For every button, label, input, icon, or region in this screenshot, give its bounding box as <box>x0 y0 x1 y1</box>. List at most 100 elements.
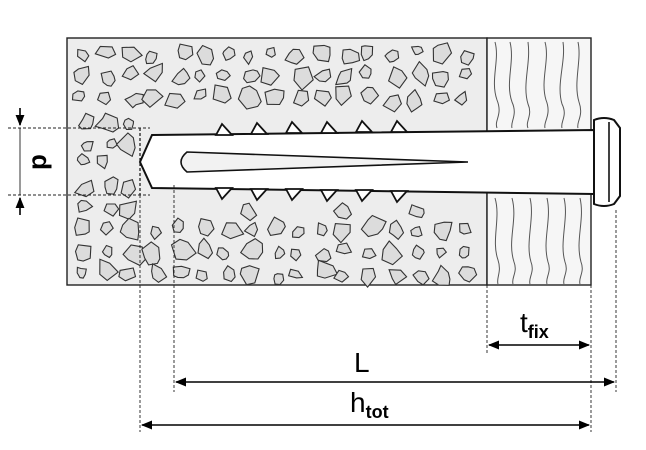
aggregate-pebble <box>313 89 332 107</box>
aggregate-pebble <box>239 265 260 286</box>
aggregate-pebble <box>115 132 136 158</box>
aggregate-pebble <box>141 241 161 266</box>
aggregate-pebble <box>106 138 118 149</box>
aggregate-pebble <box>411 244 425 260</box>
aggregate-pebble <box>242 69 261 84</box>
dimension-label-p: p <box>22 154 52 170</box>
aggregate-pebble <box>164 92 186 109</box>
anchor-expansion-slot <box>180 151 469 173</box>
aggregate-pebble <box>384 49 400 63</box>
aggregate-pebble <box>94 45 117 59</box>
aggregate-pebble <box>312 44 331 63</box>
aggregate-pebble <box>335 242 353 255</box>
aggregate-pebble <box>94 112 120 133</box>
aggregate-pebble <box>358 64 372 79</box>
aggregate-pebble <box>101 244 113 259</box>
aggregate-pebble <box>73 65 90 86</box>
aggregate-pebble <box>410 226 423 238</box>
aggregate-pebble <box>198 218 215 237</box>
aggregate-pebble <box>80 141 94 152</box>
aggregate-pebble <box>193 88 207 100</box>
aggregate-pebble <box>408 204 425 219</box>
aggregate-pebble <box>77 112 95 130</box>
aggregate-pebble <box>119 217 140 241</box>
aggregate-pebble <box>431 264 451 286</box>
aggregate-pebble <box>290 248 302 262</box>
aggregate-pebble <box>361 248 377 260</box>
aggregate-pebble <box>242 50 254 66</box>
aggregate-pebble <box>237 85 262 110</box>
aggregate-pebble <box>260 67 281 86</box>
aggregate-pebble <box>215 69 231 82</box>
aggregate-pebble <box>171 217 184 233</box>
aggregate-pebble <box>223 265 236 283</box>
aggregate-pebble <box>142 62 163 83</box>
aggregate-pebble <box>150 225 163 241</box>
aggregate-pebble <box>316 222 328 237</box>
aggregate-pebble <box>96 154 108 170</box>
aggregate-pebble <box>124 92 144 109</box>
dimension-label-t-fix: tfix <box>520 307 549 342</box>
aggregate-pebble <box>332 202 353 220</box>
aggregate-pebble <box>432 42 453 65</box>
aggregate-pebble <box>412 270 430 286</box>
aggregate-pebble <box>433 221 453 242</box>
aggregate-pebble <box>436 247 448 259</box>
aggregate-pebble <box>151 263 168 283</box>
aggregate-pebble <box>388 269 408 286</box>
aggregate-pebble <box>460 50 475 66</box>
aggregate-pebble <box>292 89 310 107</box>
aggregate-pebble <box>141 89 164 109</box>
aggregate-pebble <box>458 245 470 259</box>
aggregate-pebble <box>77 199 94 213</box>
aggregate-pebble <box>316 259 339 279</box>
anchor-barbs <box>214 119 410 204</box>
aggregate-pebble <box>212 84 232 104</box>
aggregate-pebble <box>171 67 191 86</box>
aggregate-pebble <box>410 45 424 56</box>
aggregate-pebble <box>266 216 286 237</box>
aggregate-pebble <box>77 48 90 63</box>
aggregate-pebble <box>122 117 135 131</box>
aggregate-pebble <box>103 203 120 217</box>
dimension-label-L: L <box>354 347 370 378</box>
aggregate-pebble <box>453 90 468 106</box>
aggregate-pebble <box>71 90 86 102</box>
aggregate-pebble <box>360 45 374 62</box>
aggregate-pebble <box>195 269 208 282</box>
aggregate-pebble <box>74 217 90 236</box>
aggregate-pebble <box>431 71 449 88</box>
aggregate-pebble <box>433 92 451 105</box>
wood-grain-texture <box>493 41 583 285</box>
aggregate-pebble <box>341 48 361 65</box>
aggregate-pebble <box>360 214 387 238</box>
aggregate-pebble <box>243 221 259 238</box>
aggregate-pebble <box>360 267 377 288</box>
aggregate-pebble <box>120 179 137 199</box>
aggregate-pebble <box>458 68 473 80</box>
aggregate-pebble <box>388 219 405 241</box>
aggregate-pebble <box>104 176 119 195</box>
aggregate-pebble <box>118 200 138 220</box>
aggregate-pebble <box>332 223 351 244</box>
aggregate-pebble <box>313 68 332 83</box>
aggregate-pebble <box>76 266 87 279</box>
extension-lines <box>8 127 617 432</box>
aggregate-pebble <box>381 240 404 266</box>
aggregate-pebble <box>118 267 137 282</box>
aggregate-pebble <box>177 43 194 61</box>
aggregate-pebble <box>216 247 230 261</box>
aggregate-pebble <box>382 94 403 113</box>
aggregate-pebble <box>99 221 114 236</box>
aggregate-pebble <box>145 50 158 65</box>
aggregate-pebble <box>220 222 245 240</box>
aggregate-pebble <box>458 266 478 283</box>
aggregate-pebble <box>406 88 423 113</box>
aggregate-pebble <box>100 70 116 87</box>
aggregate-pebble <box>239 238 264 260</box>
aggregate-pebble <box>99 258 120 282</box>
aggregate-pebble <box>273 273 285 286</box>
aggregate-pebble <box>335 85 352 107</box>
aggregate-pebble <box>74 244 92 262</box>
